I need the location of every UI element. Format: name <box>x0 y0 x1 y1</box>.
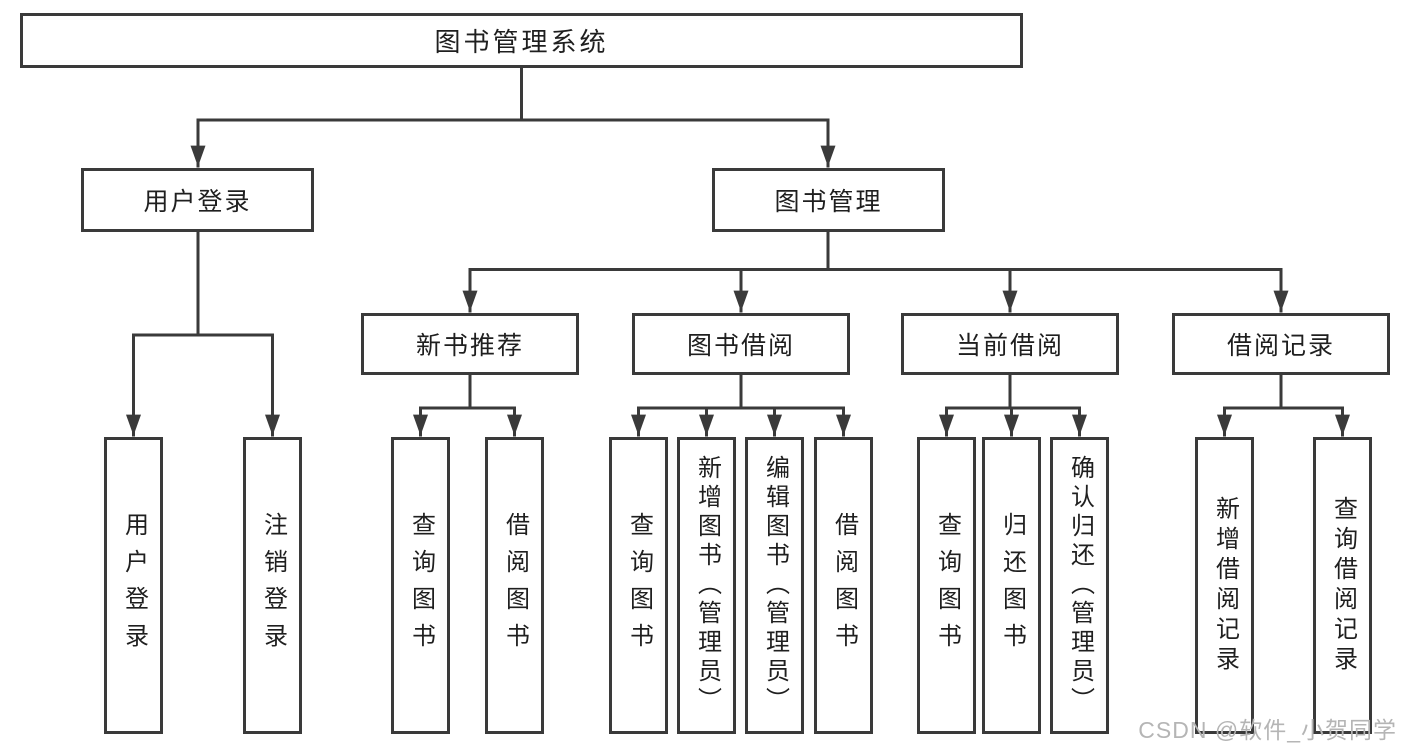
leaf-query-books-borrow: 查询图书 <box>609 437 668 734</box>
node-label: 新书推荐 <box>415 332 524 360</box>
leaf-edit-books-admin: 编辑图书（管理员） <box>745 437 804 734</box>
node-library-system: 图书管理系统 <box>20 13 1023 68</box>
node-label: 用户登录 <box>143 188 252 216</box>
leaf-return-books: 归还图书 <box>982 437 1041 734</box>
node-label: 借阅图书 <box>830 511 858 660</box>
node-label: 归还图书 <box>998 511 1026 660</box>
leaf-query-books-recommend: 查询图书 <box>391 437 450 734</box>
leaf-user-login: 用户登录 <box>104 437 163 734</box>
leaf-query-books-current: 查询图书 <box>917 437 976 734</box>
node-book-management: 图书管理 <box>712 168 945 232</box>
node-label: 图书管理系统 <box>434 27 609 57</box>
node-label: 当前借阅 <box>955 332 1064 360</box>
node-label: 新增图书（管理员） <box>693 455 721 716</box>
node-label: 用户登录 <box>120 511 148 660</box>
node-label: 图书借阅 <box>686 332 795 360</box>
leaf-query-borrow-record: 查询借阅记录 <box>1313 437 1372 734</box>
node-new-book-recommendation: 新书推荐 <box>361 313 579 375</box>
node-label: 注销登录 <box>259 511 287 660</box>
node-label: 查询图书 <box>407 511 435 660</box>
leaf-logout: 注销登录 <box>243 437 302 734</box>
node-label: 查询借阅记录 <box>1329 495 1357 676</box>
node-label: 确认归还（管理员） <box>1066 455 1094 716</box>
node-borrowing-records: 借阅记录 <box>1172 313 1390 375</box>
leaf-confirm-return-admin: 确认归还（管理员） <box>1050 437 1109 734</box>
leaf-add-books-admin: 新增图书（管理员） <box>677 437 736 734</box>
node-label: 借阅记录 <box>1226 332 1335 360</box>
csdn-watermark: CSDN @软件_小贺同学 <box>1138 717 1397 743</box>
node-label: 新增借阅记录 <box>1211 495 1239 676</box>
node-current-borrowing: 当前借阅 <box>901 313 1119 375</box>
node-label: 图书管理 <box>774 188 883 216</box>
node-label: 编辑图书（管理员） <box>761 455 789 716</box>
leaf-add-borrow-record: 新增借阅记录 <box>1195 437 1254 734</box>
node-user-login: 用户登录 <box>81 168 314 232</box>
leaf-borrow-books: 借阅图书 <box>814 437 873 734</box>
node-label: 借阅图书 <box>501 511 529 660</box>
node-label: 查询图书 <box>625 511 653 660</box>
node-label: 查询图书 <box>933 511 961 660</box>
node-book-borrowing: 图书借阅 <box>632 313 850 375</box>
leaf-borrow-books-recommend: 借阅图书 <box>485 437 544 734</box>
